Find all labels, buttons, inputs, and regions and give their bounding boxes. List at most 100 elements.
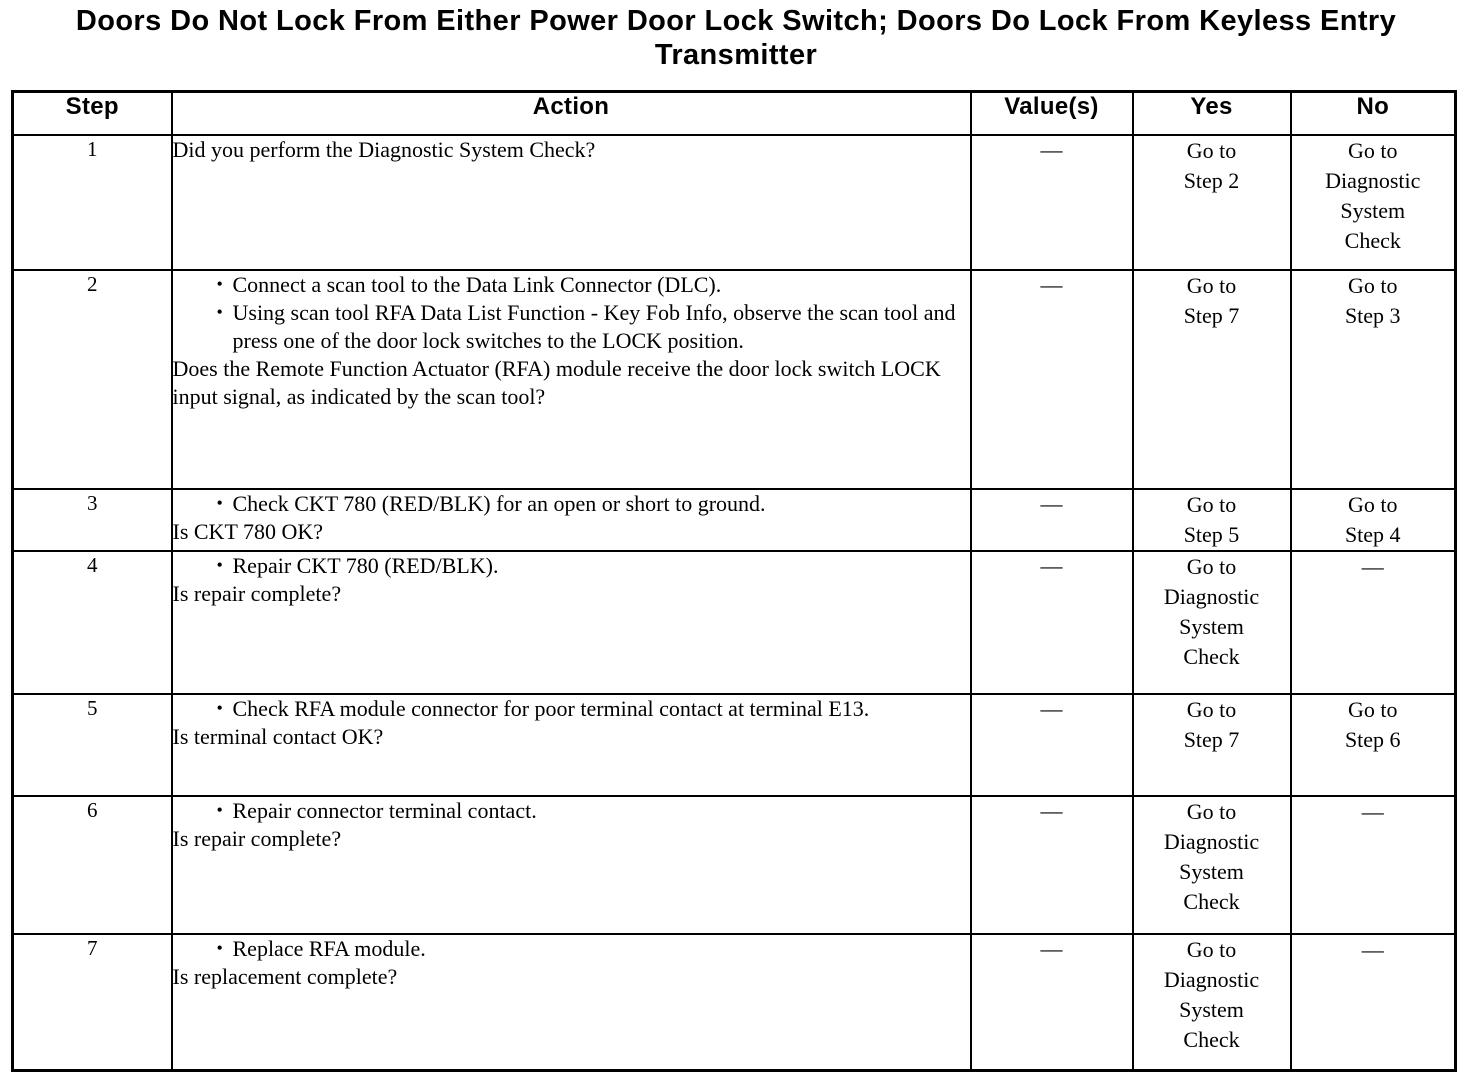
cell-action: Repair CKT 780 (RED/BLK).Is repair compl… (170, 550, 972, 695)
cell-value: — (969, 134, 1134, 271)
cell-no-result-line: Step 6 (1344, 727, 1401, 752)
cell-value: — (969, 269, 1134, 490)
cell-action: Check RFA module connector for poor term… (170, 693, 972, 797)
action-bullet-item: Check CKT 780 (RED/BLK) for an open or s… (217, 489, 970, 518)
cell-value: — (969, 933, 1134, 1071)
cell-yes-result-line: Check (1183, 644, 1240, 669)
cell-step-number: 1 (11, 134, 173, 271)
column-header-step: Step (11, 90, 173, 136)
cell-no-result-line: — (1361, 799, 1384, 824)
cell-no-result: Go to Step 4 (1289, 488, 1457, 552)
cell-no-result-line: Go to (1348, 273, 1398, 298)
column-header-no: No (1289, 90, 1457, 136)
cell-yes-result-line: Go to (1186, 697, 1237, 722)
cell-no-result-line: Diagnostic (1325, 168, 1421, 193)
cell-yes-result-line: System (1179, 614, 1244, 639)
cell-step-number: 6 (11, 795, 173, 935)
action-question: Is terminal contact OK? (172, 724, 384, 749)
value-dash: — (1040, 798, 1063, 823)
cell-no-result-line: — (1361, 937, 1384, 962)
cell-no-result: Go to Step 6 (1289, 693, 1457, 797)
cell-no-result-line: Go to (1348, 492, 1398, 517)
cell-no-result-line: Step 3 (1344, 303, 1401, 328)
cell-step-number: 7 (11, 933, 173, 1071)
action-question: Is CKT 780 OK? (172, 519, 324, 544)
cell-no-result-line: System (1340, 198, 1406, 223)
column-header-action: Action (170, 90, 972, 136)
cell-step-number: 4 (11, 550, 173, 695)
cell-yes-result: Go to Step 7 (1131, 693, 1292, 797)
cell-yes-result-line: Diagnostic (1163, 584, 1260, 609)
cell-yes-result-line: Step 2 (1183, 168, 1240, 193)
cell-no-result-line: Step 4 (1344, 522, 1401, 547)
cell-yes-result-line: Step 7 (1183, 727, 1240, 752)
table-row: 7Replace RFA module.Is replacement compl… (11, 933, 1457, 1071)
action-bullet-item: Connect a scan tool to the Data Link Con… (217, 270, 970, 299)
cell-yes-result-line: System (1179, 859, 1244, 884)
table-header-row: Step Action Value(s) Yes No (11, 90, 1457, 136)
value-dash: — (1040, 491, 1063, 516)
action-bullet-item: Check RFA module connector for poor term… (217, 694, 970, 723)
cell-yes-result-line: Diagnostic (1163, 967, 1260, 992)
cell-no-result: — (1289, 795, 1457, 935)
action-question: Did you perform the Diagnostic System Ch… (172, 137, 596, 162)
value-dash: — (1040, 137, 1063, 162)
action-bullet-list: Connect a scan tool to the Data Link Con… (173, 270, 970, 355)
cell-yes-result-line: Go to (1186, 273, 1237, 298)
action-bullet-item: Replace RFA module. (217, 934, 970, 963)
action-bullet-list: Check CKT 780 (RED/BLK) for an open or s… (173, 489, 970, 518)
page-title: Doors Do Not Lock From Either Power Door… (75, 5, 1397, 71)
cell-yes-result-line: Go to (1186, 937, 1237, 962)
table-row: 6Repair connector terminal contact.Is re… (11, 795, 1457, 935)
cell-no-result: Go to Step 3 (1289, 269, 1457, 490)
cell-no-result: — (1289, 933, 1457, 1071)
action-question: Is replacement complete? (172, 964, 398, 989)
cell-yes-result-line: System (1179, 997, 1244, 1022)
value-dash: — (1040, 936, 1063, 961)
cell-no-result-line: Check (1344, 228, 1401, 253)
column-header-value: Value(s) (969, 90, 1134, 136)
action-question: Is repair complete? (172, 826, 342, 851)
cell-yes-result: Go to Step 7 (1131, 269, 1292, 490)
cell-yes-result-line: Go to (1186, 554, 1237, 579)
cell-yes-result-line: Step 7 (1183, 303, 1240, 328)
table-row: 3 Check CKT 780 (RED/BLK) for an open or … (11, 488, 1457, 552)
cell-value: — (969, 550, 1134, 695)
value-dash: — (1040, 696, 1063, 721)
cell-yes-result-line: Step 5 (1183, 522, 1240, 547)
cell-action: Repair connector terminal contact.Is rep… (170, 795, 972, 935)
cell-yes-result-line: Diagnostic (1163, 829, 1260, 854)
action-bullet-list: Repair CKT 780 (RED/BLK). (173, 551, 970, 580)
action-bullet-item: Repair connector terminal contact. (217, 796, 970, 825)
cell-step-number: 5 (11, 693, 173, 797)
cell-step-number: 3 (11, 488, 173, 552)
cell-action: Did you perform the Diagnostic System Ch… (170, 134, 972, 271)
cell-action: Check CKT 780 (RED/BLK) for an open or s… (170, 488, 972, 552)
cell-yes-result-line: Go to (1186, 799, 1237, 824)
value-dash: — (1040, 553, 1063, 578)
action-question: Does the Remote Function Actuator (RFA) … (172, 356, 941, 409)
cell-yes-result-line: Check (1183, 1027, 1240, 1052)
cell-step-number: 2 (11, 269, 173, 490)
cell-no-result: — (1289, 550, 1457, 695)
action-bullet-list: Check RFA module connector for poor term… (173, 694, 970, 723)
table-row: 4Repair CKT 780 (RED/BLK).Is repair comp… (11, 550, 1457, 695)
cell-yes-result-line: Check (1183, 889, 1240, 914)
cell-action: Replace RFA module.Is replacement comple… (170, 933, 972, 1071)
value-dash: — (1040, 272, 1063, 297)
table-row: 2 Connect a scan tool to the Data Link Co… (11, 269, 1457, 490)
cell-value: — (969, 795, 1134, 935)
cell-value: — (969, 488, 1134, 552)
action-bullet-list: Repair connector terminal contact. (173, 796, 970, 825)
cell-no-result-line: Go to (1348, 697, 1398, 722)
action-bullet-item: Using scan tool RFA Data List Function -… (217, 298, 970, 355)
cell-yes-result-line: Go to (1186, 492, 1237, 517)
